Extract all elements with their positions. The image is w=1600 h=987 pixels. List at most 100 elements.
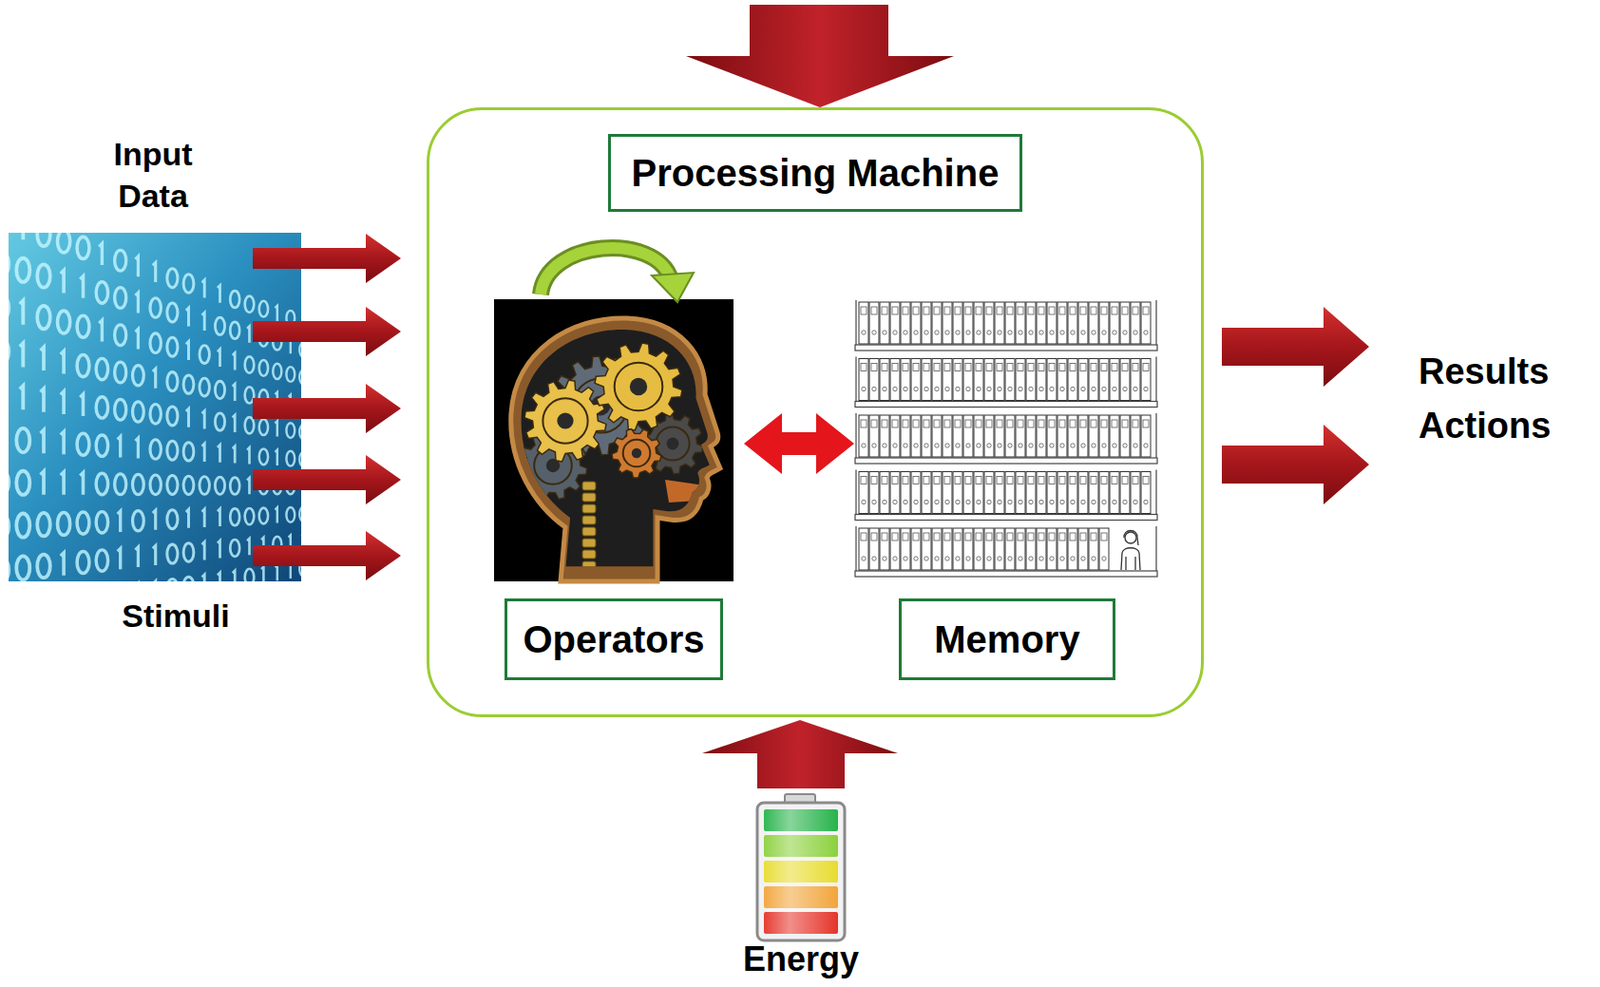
binary-digit — [114, 287, 127, 309]
binder-tag — [933, 476, 940, 485]
binder-tag — [881, 363, 888, 372]
binder-spine — [1141, 359, 1151, 401]
text-label: Results — [1418, 350, 1549, 395]
digit-glyph — [19, 385, 23, 410]
digit-glyph — [199, 378, 210, 397]
binder-tag — [923, 306, 930, 315]
binder-ring — [945, 556, 950, 561]
binder-ring — [945, 499, 950, 504]
binder-spine — [1067, 359, 1078, 401]
process-box: Operators — [484, 299, 743, 681]
digit-glyph — [232, 383, 235, 401]
binder-ring — [861, 443, 866, 448]
binder-spine — [911, 528, 921, 571]
binder-spine — [942, 302, 953, 344]
binder — [911, 472, 921, 515]
digit-glyph — [275, 450, 278, 466]
binder-ring — [1112, 499, 1117, 504]
loop-arrow-head — [651, 272, 694, 303]
binder — [1067, 302, 1078, 344]
binder-tag — [1017, 476, 1024, 485]
binder-spine — [1057, 359, 1067, 401]
binder-ring — [1049, 386, 1054, 391]
binder — [1067, 415, 1078, 458]
digit-glyph — [229, 539, 240, 557]
binder-ring — [966, 499, 971, 504]
binary-digit — [299, 342, 302, 358]
binder — [952, 528, 963, 571]
binary-digit — [60, 351, 64, 375]
binder-spine — [984, 415, 994, 458]
binder-spine — [1109, 359, 1120, 401]
binder — [932, 359, 942, 401]
binder — [1078, 415, 1088, 458]
binder-ring — [914, 499, 918, 504]
binder-tag — [1007, 363, 1013, 372]
digit-glyph — [150, 404, 161, 425]
input-arrow — [252, 233, 401, 284]
binder — [994, 415, 1005, 458]
binder-ring — [934, 330, 939, 335]
binder — [1141, 302, 1151, 344]
binder-ring — [1081, 499, 1086, 504]
binary-digit — [202, 312, 206, 331]
binder — [890, 528, 900, 571]
binder-spine — [1047, 359, 1057, 401]
binary-digit — [167, 510, 178, 530]
binder-spine — [1015, 415, 1026, 458]
gear — [611, 429, 662, 478]
digit-glyph — [117, 511, 121, 533]
binder-ring — [945, 443, 950, 448]
binder-ring — [882, 499, 887, 504]
binder — [1005, 415, 1015, 458]
binder-ring — [1049, 443, 1054, 448]
binder-tag — [913, 419, 919, 428]
binder-tag — [944, 533, 951, 541]
binder-tag — [1142, 363, 1149, 372]
person-head — [1124, 532, 1137, 544]
binder-ring — [1143, 330, 1148, 335]
binder-spine — [879, 472, 890, 515]
plank-board — [855, 571, 1158, 577]
binder-tag — [860, 533, 867, 541]
digit-glyph — [98, 320, 102, 342]
binder-tag — [975, 363, 982, 372]
binder-ring — [1049, 556, 1054, 561]
digit-glyph — [40, 388, 44, 412]
digit-glyph — [76, 315, 90, 338]
binder — [1109, 415, 1120, 458]
binder-ring — [1049, 499, 1054, 504]
digit-glyph — [57, 310, 71, 334]
binary-digit — [40, 347, 44, 371]
digit-glyph — [202, 443, 206, 462]
binder-tag — [965, 306, 972, 315]
digit-glyph — [134, 256, 138, 277]
binder-ring — [1102, 556, 1106, 561]
binder-ring — [1123, 443, 1127, 448]
binder — [984, 302, 994, 344]
binder — [973, 359, 984, 401]
digit-glyph — [134, 328, 138, 349]
binder-tag — [1017, 306, 1024, 315]
binder-tag — [892, 419, 898, 428]
binder — [952, 415, 963, 458]
binary-digit — [167, 372, 178, 392]
binder-tag — [1101, 476, 1107, 485]
binder-ring — [1060, 330, 1065, 335]
binder-spine — [1088, 302, 1099, 344]
binder-spine — [1130, 415, 1141, 458]
digit-glyph — [214, 317, 225, 335]
loop-arrow — [540, 247, 694, 303]
binary-digit — [16, 555, 30, 580]
binder-spine — [984, 472, 994, 515]
digit-glyph — [259, 360, 268, 377]
binder-spine — [1005, 302, 1015, 344]
binary-digit — [245, 569, 255, 582]
binder-spine — [869, 415, 879, 458]
binder — [932, 528, 942, 571]
binary-digit — [217, 572, 221, 582]
binder — [1099, 415, 1109, 458]
binary-digit — [152, 262, 156, 283]
binder-ring — [1039, 386, 1044, 391]
binary-digit — [40, 388, 44, 412]
